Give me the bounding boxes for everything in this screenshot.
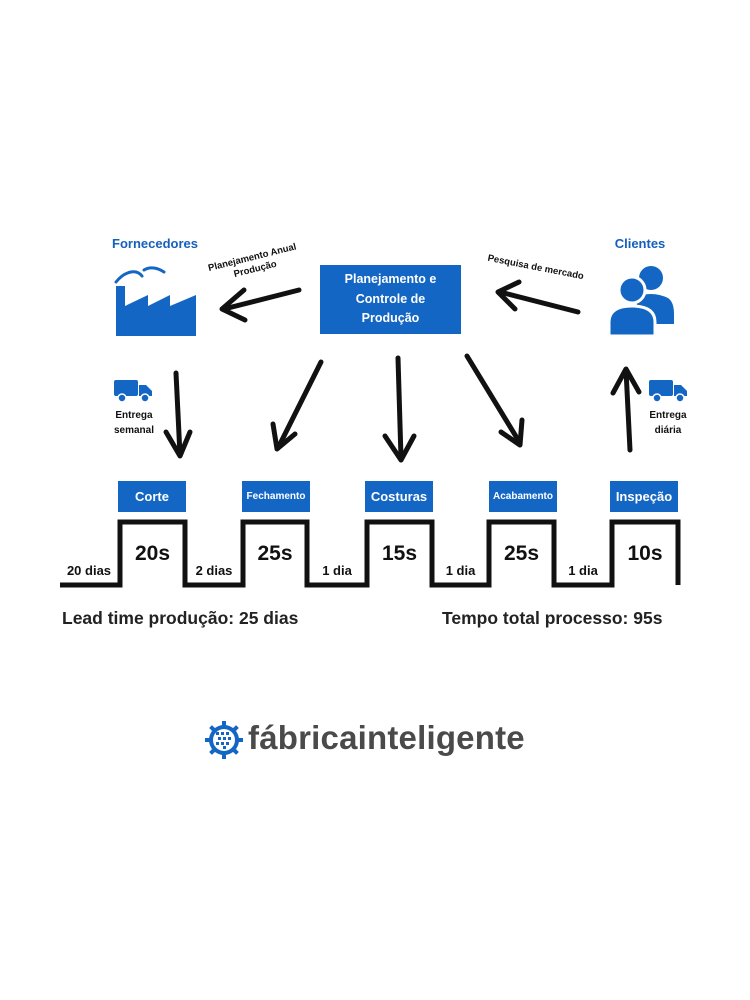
- truck-icon: [649, 380, 687, 403]
- arrow-suppliers-to-corte: [163, 370, 193, 459]
- arrow-pcp-to-suppliers: [219, 287, 302, 323]
- cycle-time-inspecao: 10s: [627, 542, 663, 565]
- arrow-customers-to-pcp: [495, 279, 581, 315]
- supplier-delivery-label: Entrega semanal: [100, 408, 168, 438]
- supplier-delivery-line-2: semanal: [113, 425, 155, 436]
- cycle-time-fechamento: 25s: [257, 542, 293, 565]
- pcp-line-3: Produção: [361, 311, 420, 326]
- process-box-costuras: Costuras: [365, 481, 433, 512]
- arrow-pcp-to-costuras: [382, 355, 417, 463]
- gear-icon: [205, 721, 243, 759]
- suppliers-label: Fornecedores: [112, 236, 198, 251]
- wait-time-4: 1 dia: [445, 563, 476, 578]
- cycle-time-costuras: 15s: [381, 542, 418, 565]
- wait-time-3: 1 dia: [322, 563, 352, 578]
- arrow-pcp-to-fechamento: [270, 359, 324, 452]
- process-box-corte: Corte: [118, 481, 186, 512]
- pcp-line-2: Controle de: [355, 291, 426, 306]
- logo-text: fábricainteligente: [248, 719, 525, 756]
- arrow-pcp-to-acabamento: [464, 353, 525, 448]
- process-box-inspecao: Inspeção: [610, 481, 678, 512]
- lead-time-summary: Lead time produção: 25 dias: [62, 608, 299, 628]
- customer-delivery-line-1: Entrega: [649, 410, 687, 421]
- wait-time-1: 20 dias: [66, 563, 112, 578]
- cycle-time-acabamento: 25s: [503, 542, 540, 565]
- wait-time-5: 1 dia: [568, 563, 598, 578]
- process-box-fechamento: Fechamento: [242, 481, 310, 512]
- truck-icon: [114, 380, 152, 403]
- arrow-inspecao-to-customers: [610, 366, 642, 453]
- customer-delivery-label: Entrega diária: [634, 408, 702, 438]
- total-time-summary: Tempo total processo: 95s: [442, 608, 663, 628]
- supplier-delivery-line-1: Entrega: [115, 410, 153, 421]
- cycle-time-corte: 20s: [134, 542, 171, 565]
- customer-delivery-line-2: diária: [654, 425, 682, 436]
- pcp-box: Planejamento e Controle de Produção: [320, 265, 461, 334]
- customers-label: Clientes: [614, 236, 666, 251]
- process-box-acabamento: Acabamento: [489, 481, 557, 512]
- factory-icon: [114, 266, 196, 336]
- wait-time-2: 2 dias: [195, 563, 233, 578]
- users-icon: [607, 266, 674, 336]
- pcp-line-1: Planejamento e: [344, 272, 437, 287]
